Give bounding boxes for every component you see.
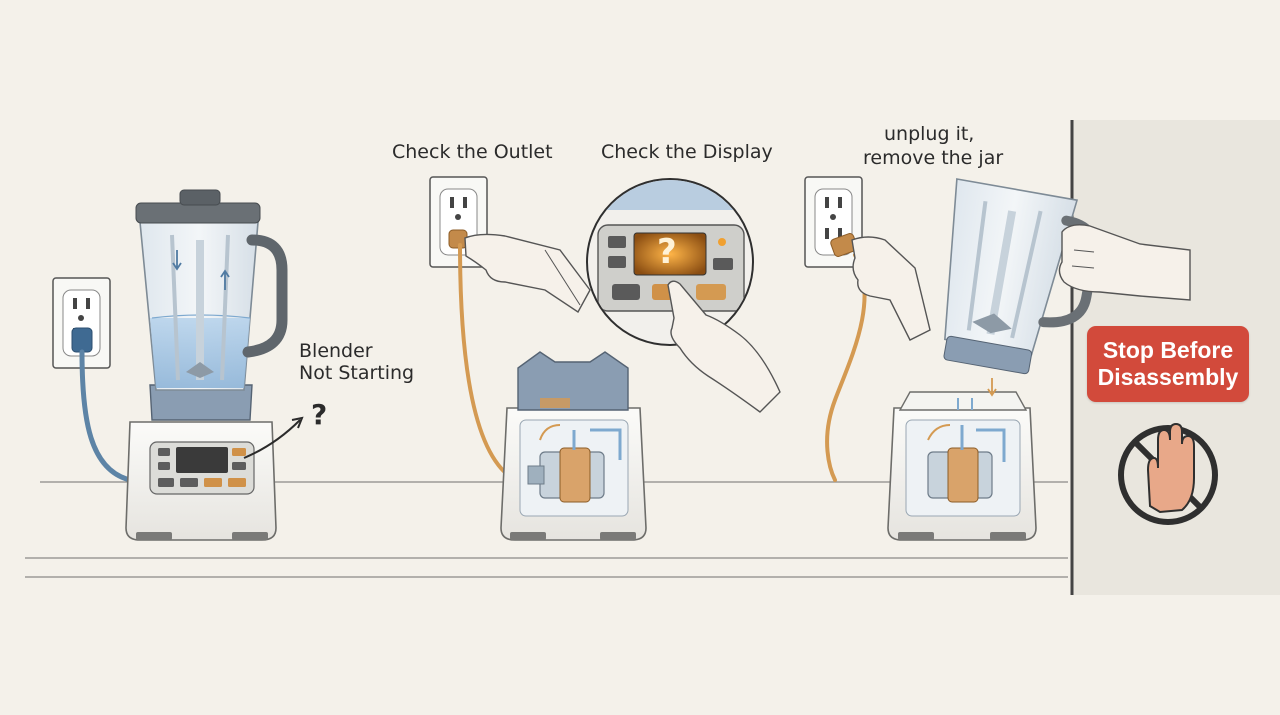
stop-badge: Stop Before Disassembly: [1087, 326, 1249, 402]
stop-badge-line2: Disassembly: [1097, 364, 1239, 390]
display-question: ?: [657, 232, 677, 272]
label-problem-line2: Not Starting: [299, 362, 415, 384]
label-check-display: Check the Display: [601, 141, 773, 163]
stop-badge-line1: Stop Before: [1102, 337, 1234, 363]
outlet-icon: [429, 176, 488, 268]
blender-unplug-remove-jar: [804, 176, 1191, 541]
label-question-mark: ?: [311, 398, 328, 431]
blender-check-outlet-display: [429, 176, 781, 541]
hand: [667, 280, 781, 413]
hand: [851, 236, 931, 341]
blender-not-starting: [52, 189, 304, 541]
label-check-outlet: Check the Outlet: [392, 141, 553, 163]
label-unplug-line1: unplug it,: [884, 123, 975, 145]
hand: [464, 233, 591, 314]
outlet-icon: [52, 277, 111, 369]
stop-hand-icon: [1118, 422, 1218, 525]
outlet-icon: [804, 176, 863, 268]
power-cord: [79, 349, 133, 483]
power-cord: [458, 243, 510, 477]
label-unplug-line2: remove the jar: [863, 147, 1004, 169]
question-arrow: [243, 419, 301, 459]
display-magnifier: [586, 178, 754, 346]
label-problem-line1: Blender: [299, 340, 373, 362]
display-screen: [633, 232, 707, 276]
display-screen: [176, 447, 228, 473]
hand: [1058, 224, 1191, 301]
